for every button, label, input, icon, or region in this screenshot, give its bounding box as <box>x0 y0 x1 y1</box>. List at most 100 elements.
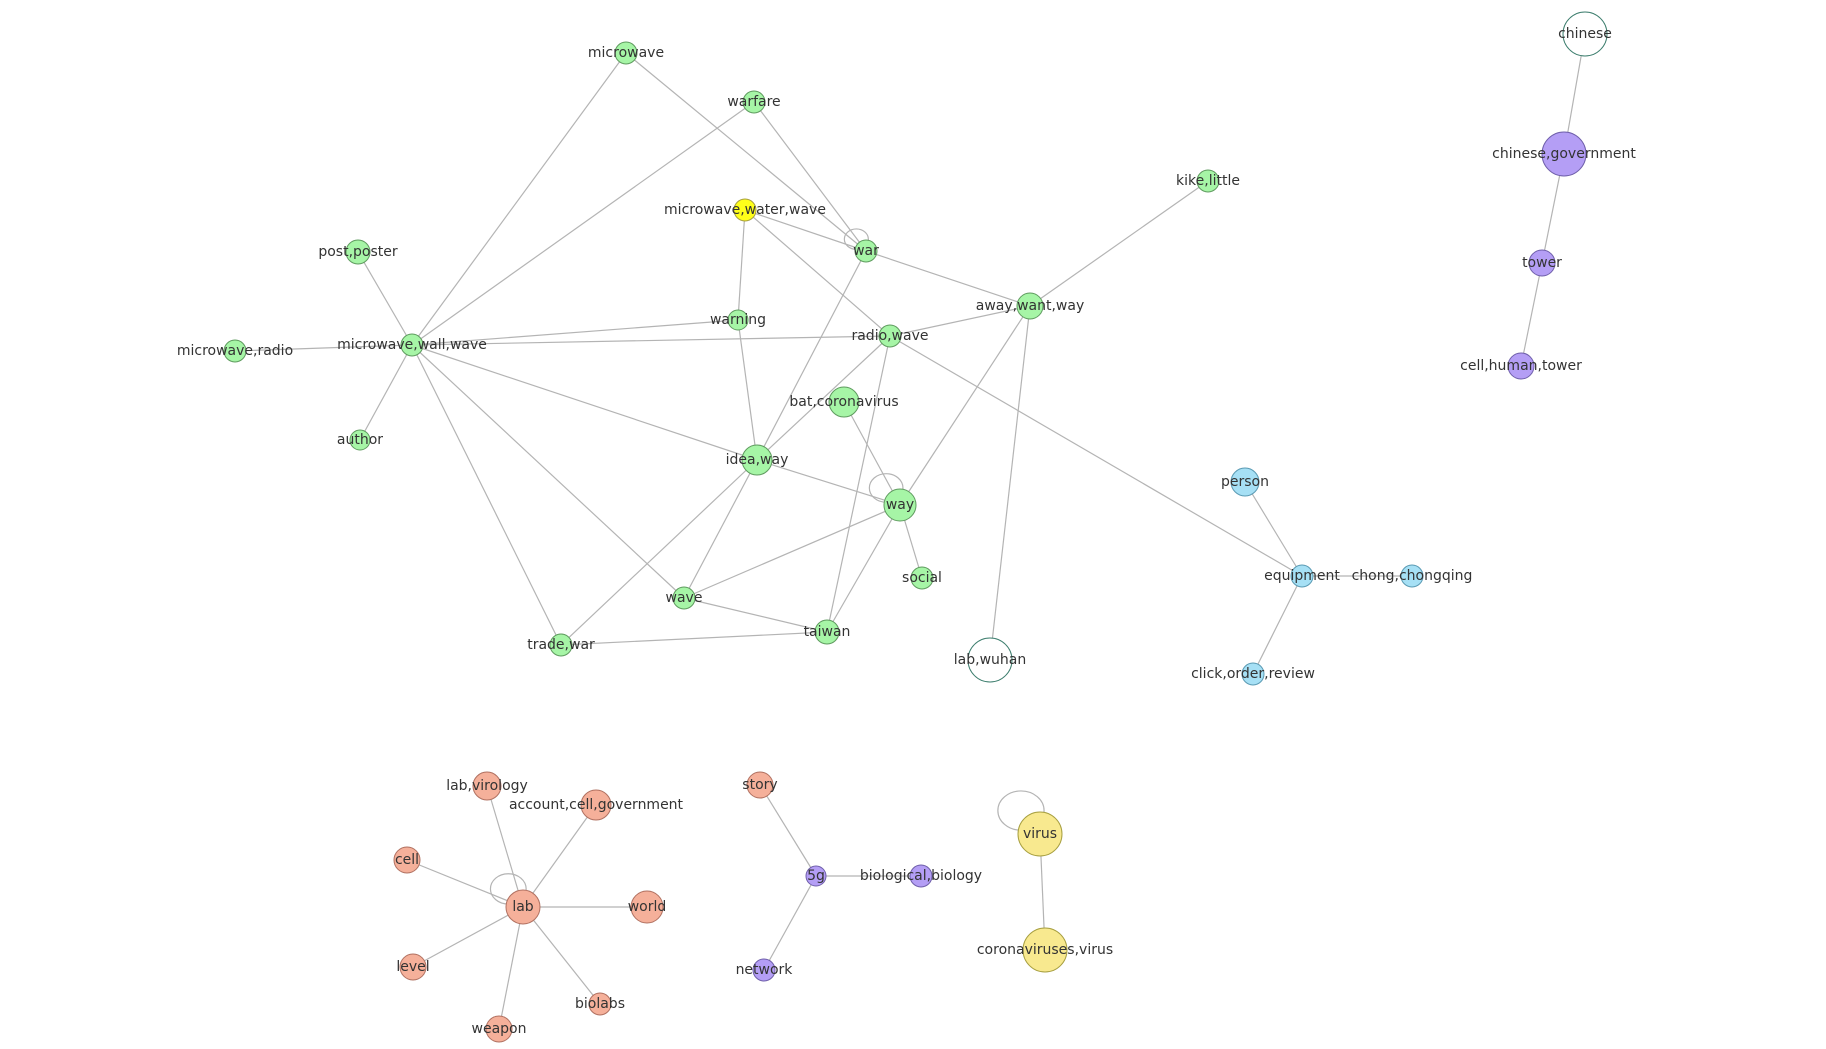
node-taiwan[interactable] <box>814 619 840 645</box>
node-label-lab: lab <box>512 899 533 915</box>
node-label-taiwan: taiwan <box>804 624 851 640</box>
edge-labviro-lab <box>486 785 524 908</box>
node-microradio[interactable] <box>223 339 247 363</box>
node-label-labwuhan: lab,wuhan <box>954 652 1026 668</box>
node-author[interactable] <box>349 429 371 451</box>
node-label-social: social <box>902 570 942 586</box>
node-cellhuman[interactable] <box>1507 352 1535 380</box>
node-label-tradewar: trade,war <box>527 637 595 653</box>
edge-war-awaywant <box>865 250 1031 307</box>
edge-mww-warning <box>737 209 746 321</box>
node-mwallw[interactable] <box>400 333 424 357</box>
node-layer <box>223 11 1608 1043</box>
edge-lab-biolabs <box>522 906 601 1005</box>
edge-ideaway-way <box>756 459 901 506</box>
node-accountcell[interactable] <box>580 789 612 821</box>
edge-tower-cellhuman <box>1520 262 1543 367</box>
node-chong[interactable] <box>1400 564 1424 588</box>
edge-warfare-mwallw <box>411 101 755 346</box>
node-way[interactable] <box>883 488 917 522</box>
edge-mwallw-tradewar <box>411 344 562 646</box>
edge-layer <box>234 33 1586 1030</box>
node-label-tower: tower <box>1522 255 1562 271</box>
node-label-accountcell: account,cell,government <box>509 797 684 813</box>
node-lab[interactable] <box>505 889 541 925</box>
node-label-microradio: microwave,radio <box>177 343 293 359</box>
node-kike[interactable] <box>1196 169 1220 193</box>
node-label-radiowave: radio,wave <box>851 328 928 344</box>
edge-radiowave-ideaway <box>756 335 891 461</box>
node-wave[interactable] <box>672 586 696 610</box>
node-awaywant[interactable] <box>1016 292 1044 320</box>
node-virus[interactable] <box>1017 811 1063 857</box>
node-ideaway[interactable] <box>741 444 773 476</box>
edge-mwallw-warning <box>411 319 739 346</box>
node-label-batcorona: bat,coronavirus <box>789 394 898 410</box>
node-label-cell: cell <box>395 852 419 868</box>
node-social[interactable] <box>910 566 934 590</box>
node-label-ideaway: idea,way <box>726 452 789 468</box>
node-story[interactable] <box>746 771 774 799</box>
node-label-mwallw: microwave,wall,wave <box>337 337 487 353</box>
node-warfare[interactable] <box>742 90 766 114</box>
node-coronaviruses[interactable] <box>1022 927 1068 973</box>
edge-mwallw-radiowave <box>411 335 891 346</box>
edge-fiveg-network <box>763 875 817 971</box>
edge-person-equipment <box>1244 481 1303 577</box>
node-level[interactable] <box>399 953 427 981</box>
node-label-weapon: weapon <box>472 1021 527 1037</box>
node-label-network: network <box>736 962 794 978</box>
edge-mww-radiowave <box>744 209 891 337</box>
node-labwuhan[interactable] <box>967 637 1013 683</box>
node-equipment[interactable] <box>1290 564 1314 588</box>
node-label-labviro: lab,virology <box>446 778 528 794</box>
node-mww[interactable] <box>733 198 757 222</box>
node-radiowave[interactable] <box>878 324 902 348</box>
node-label-kike: kike,little <box>1176 173 1240 189</box>
node-label-war: war <box>853 243 879 259</box>
node-label-coronaviruses: coronaviruses,virus <box>977 942 1113 958</box>
edge-author-mwallw <box>359 344 413 441</box>
edge-radiowave-awaywant <box>889 305 1031 337</box>
node-tradewar[interactable] <box>549 633 573 657</box>
node-label-biological: biological,biology <box>860 868 982 884</box>
node-person[interactable] <box>1230 467 1260 497</box>
edge-lab-weapon <box>498 906 524 1030</box>
node-tower[interactable] <box>1528 249 1556 277</box>
node-clickorder[interactable] <box>1241 662 1265 686</box>
node-label-microwave: microwave <box>588 45 664 61</box>
node-chinesegov[interactable] <box>1541 131 1587 177</box>
node-network[interactable] <box>752 958 776 982</box>
node-label-chong: chong,chongqing <box>1352 568 1473 584</box>
edge-radiowave-taiwan <box>826 335 891 633</box>
node-label-chinesegov: chinese,government <box>1492 146 1636 162</box>
node-label-world: world <box>628 899 667 915</box>
node-chinese[interactable] <box>1562 11 1608 57</box>
node-world[interactable] <box>630 890 664 924</box>
edge-cell-lab <box>406 859 524 908</box>
edge-equipment-clickorder <box>1252 575 1303 675</box>
edge-awaywant-labwuhan <box>989 305 1031 661</box>
node-warning[interactable] <box>727 309 749 331</box>
node-postposter[interactable] <box>345 239 371 265</box>
node-label-chinese: chinese <box>1558 26 1612 42</box>
node-microwave[interactable] <box>614 41 638 65</box>
edge-microradio-mwallw <box>234 344 413 352</box>
edge-warning-ideaway <box>737 319 758 461</box>
node-fiveg[interactable] <box>805 865 827 887</box>
node-biological[interactable] <box>909 864 933 888</box>
edge-taiwan-tradewar <box>560 631 828 646</box>
node-label-clickorder: click,order,review <box>1191 666 1315 682</box>
node-label-author: author <box>337 432 383 448</box>
node-batcorona[interactable] <box>828 386 860 418</box>
node-weapon[interactable] <box>485 1015 513 1043</box>
edge-awaywant-way <box>899 305 1031 506</box>
node-labviro[interactable] <box>472 771 502 801</box>
node-cell[interactable] <box>393 846 421 874</box>
node-label-biolabs: biolabs <box>575 996 625 1012</box>
node-biolabs[interactable] <box>588 992 612 1016</box>
node-war[interactable] <box>854 239 878 263</box>
node-label-mww: microwave,water,wave <box>664 202 826 218</box>
edge-accountcell-lab <box>522 804 597 908</box>
